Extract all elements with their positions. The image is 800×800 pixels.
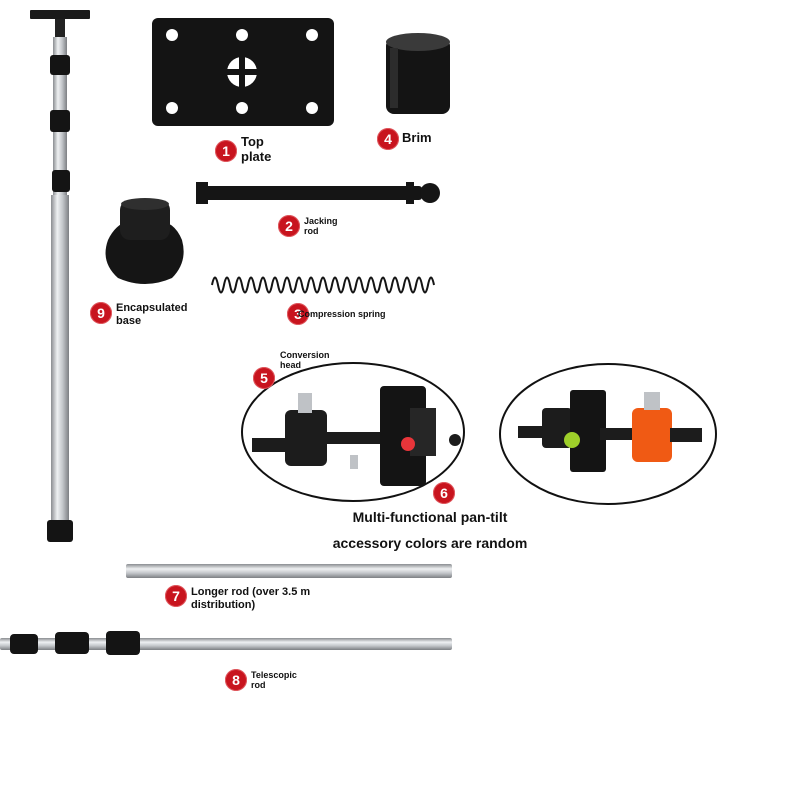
jacking-rod <box>196 182 440 204</box>
jacking-rod-label: Jacking rod <box>304 216 338 237</box>
top-plate <box>152 18 334 126</box>
label-line: rod <box>304 226 319 237</box>
part-number-badge: 7 <box>165 585 187 607</box>
label-line: Compression spring <box>298 309 386 319</box>
top-plate-label: Top plate <box>241 134 272 165</box>
part-number-badge: 8 <box>225 669 247 691</box>
label-line: rod <box>251 680 266 691</box>
brim-label: Brim <box>402 130 432 146</box>
label-line: Top <box>241 134 264 149</box>
label-line: Brim <box>402 130 432 145</box>
label-line: Conversion <box>280 350 330 360</box>
label-line: head <box>280 360 302 371</box>
label-line: Longer rod (over 3.5 m <box>191 586 311 598</box>
part-number-badge: 6 <box>433 482 455 504</box>
compression-spring-label: Compression spring <box>298 309 386 319</box>
part-number-badge: 1 <box>215 140 237 162</box>
longer-rod <box>126 564 452 578</box>
conversion-head-label: Conversion head <box>280 350 330 371</box>
encapsulated-base <box>105 198 184 284</box>
pan-tilt-black-variant <box>241 362 465 502</box>
label-line: Telescopic <box>251 670 297 680</box>
part-number-badge: 3 <box>287 303 309 325</box>
label-line: base <box>116 314 142 327</box>
label-line: distribution) <box>191 598 256 611</box>
part-number-badge: 9 <box>90 302 112 324</box>
pan-tilt-caption-line1: Multi-functional pan-tilt <box>352 509 508 525</box>
brim-cap <box>386 33 450 114</box>
telescopic-rod-label: Telescopic rod <box>251 670 297 691</box>
longer-rod-label: Longer rod (over 3.5 m distribution) <box>191 586 310 611</box>
encapsulated-base-label: Encapsulated base <box>116 302 188 327</box>
pan-tilt-caption-line2: accessory colors are random <box>332 535 528 551</box>
label-line: Encapsulated <box>116 302 188 314</box>
label-line: plate <box>241 148 272 164</box>
label-line: Jacking <box>304 216 338 226</box>
telescopic-rod <box>0 631 452 655</box>
pan-tilt-orange-variant <box>499 363 717 505</box>
full-pole-assembly <box>30 10 90 542</box>
part-number-badge: 2 <box>278 215 300 237</box>
compression-spring <box>211 276 435 294</box>
part-number-badge: 5 <box>253 367 275 389</box>
part-number-badge: 4 <box>377 128 399 150</box>
